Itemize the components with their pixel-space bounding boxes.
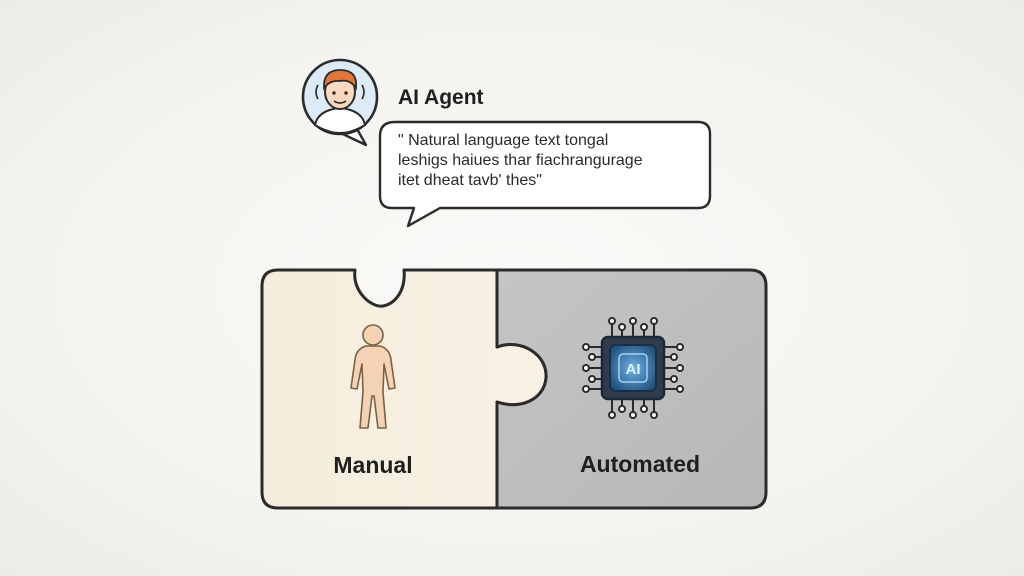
chip-pin-end [650, 411, 658, 419]
chip-pin-end [608, 317, 616, 325]
chip-pin-end [588, 353, 596, 361]
chip-pin-end [670, 353, 678, 361]
chip-pin-end [670, 375, 678, 383]
bubble-line: itet dheat tavb' thes" [398, 172, 542, 189]
automated-label: Automated [579, 451, 701, 477]
chip-pin-end [588, 375, 596, 383]
agent-title: AI Agent [398, 86, 484, 109]
chip-pin-end [582, 343, 590, 351]
chip-pin-end [618, 323, 626, 331]
manual-label: Manual [333, 452, 413, 478]
chip-pin-end [640, 405, 648, 413]
chip-pin-end [676, 364, 684, 372]
bubble-line: leshigs haiues thar fiachrangurage [398, 152, 643, 169]
chip-pin-end [676, 385, 684, 393]
chip-pin-end [640, 323, 648, 331]
chip-pin-end [618, 405, 626, 413]
chip-pin-end [582, 364, 590, 372]
human-figure-icon [350, 324, 396, 429]
chip-text: AI [626, 361, 641, 378]
agent-avatar [301, 58, 379, 147]
speech-bubble-text: " Natural language text tongal leshigs h… [398, 131, 698, 191]
speech-bubble [378, 120, 712, 228]
chip-pin-end [650, 317, 658, 325]
chip-pin-end [629, 317, 637, 325]
bubble-line: " Natural language text tongal [398, 132, 609, 149]
ai-chip-icon: AI [582, 317, 684, 419]
chip-pin-end [582, 385, 590, 393]
chip-pin-end [608, 411, 616, 419]
chip-pin-end [629, 411, 637, 419]
chip-pin-end [676, 343, 684, 351]
